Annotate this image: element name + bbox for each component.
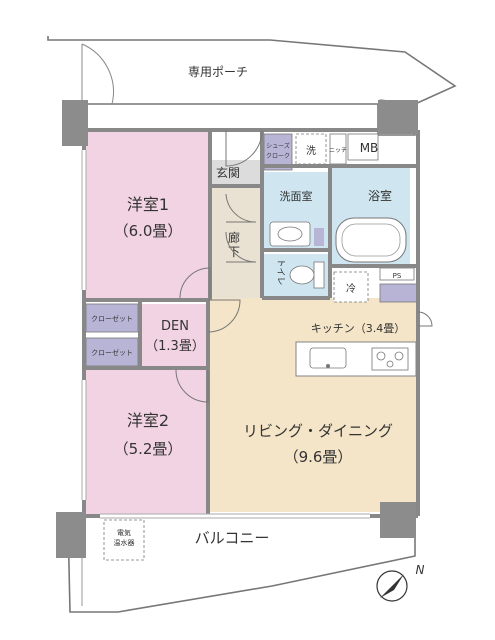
burner-3 [386, 360, 394, 368]
kitchen-label: キッチン（3.4畳） [311, 322, 406, 335]
room-den-name: DEN [161, 319, 189, 334]
kitchen-stove [371, 347, 409, 371]
kitchen-cabinet [379, 283, 419, 303]
burner-2 [394, 351, 404, 361]
washer-space [295, 133, 327, 165]
toilet-label: トイレ [275, 258, 285, 285]
bathroom-label: 浴室 [368, 188, 392, 203]
living-dining-name: リビング・ダイニング [243, 422, 393, 440]
toilet-tank [313, 261, 325, 289]
washer-label: 洗 [306, 145, 316, 157]
meter-box [347, 133, 379, 161]
room-bedroom-2 [86, 370, 208, 514]
balcony-label: バルコニー [195, 529, 270, 547]
bathtub-inner [341, 223, 401, 257]
shoes-closet-label-2: クローク [266, 153, 290, 160]
washroom-shelf [314, 228, 324, 246]
porch-gate-arc [81, 43, 114, 105]
pillars [56, 100, 418, 558]
room-bedroom-2-name: 洋室2 [127, 411, 169, 430]
niche-label: ニッチ [329, 147, 347, 154]
closet-a-label: クローゼット [91, 314, 133, 323]
closet-b-label: クローゼット [91, 348, 133, 357]
room-bedroom-1-size: （6.0畳） [114, 222, 183, 240]
water-heater [103, 519, 145, 561]
refrigerator-space [333, 271, 369, 303]
north-arrow: N [376, 563, 425, 602]
washroom-label: 洗面室 [280, 189, 313, 203]
room-living-dining [210, 298, 418, 512]
hallway-label: 廊 [228, 230, 240, 245]
living-dining-size: （9.6畳） [284, 448, 353, 466]
burner-1 [376, 351, 386, 361]
washbasin-bowl [277, 226, 303, 242]
closet-b [85, 337, 139, 367]
water-heater-label: 電気 [117, 528, 131, 537]
refrigerator-label: 冷 [346, 282, 356, 295]
bathtub [335, 217, 407, 263]
water-heater-label-2: 温水器 [114, 538, 135, 547]
kitchen-faucet [326, 364, 330, 368]
balcony-outline [67, 519, 416, 613]
room-den [142, 304, 208, 366]
toilet-bowl [289, 265, 315, 285]
north-label: N [416, 563, 425, 577]
room-den-size: （1.3畳） [145, 339, 205, 354]
room-bedroom-1-name: 洋室1 [127, 195, 169, 214]
closet-a [85, 303, 139, 333]
entrance-label: 玄関 [216, 165, 240, 180]
room-bedroom-2-size: （5.2畳） [114, 440, 183, 458]
room-bedroom-1 [86, 132, 210, 298]
meter-box-label: MB [360, 141, 379, 155]
windows [81, 150, 370, 519]
porch-label: 専用ポーチ [188, 65, 248, 79]
pipe-space-label: PS [393, 272, 402, 280]
room-hallway [212, 188, 262, 298]
shoes-closet-label: シューズ [266, 142, 290, 150]
